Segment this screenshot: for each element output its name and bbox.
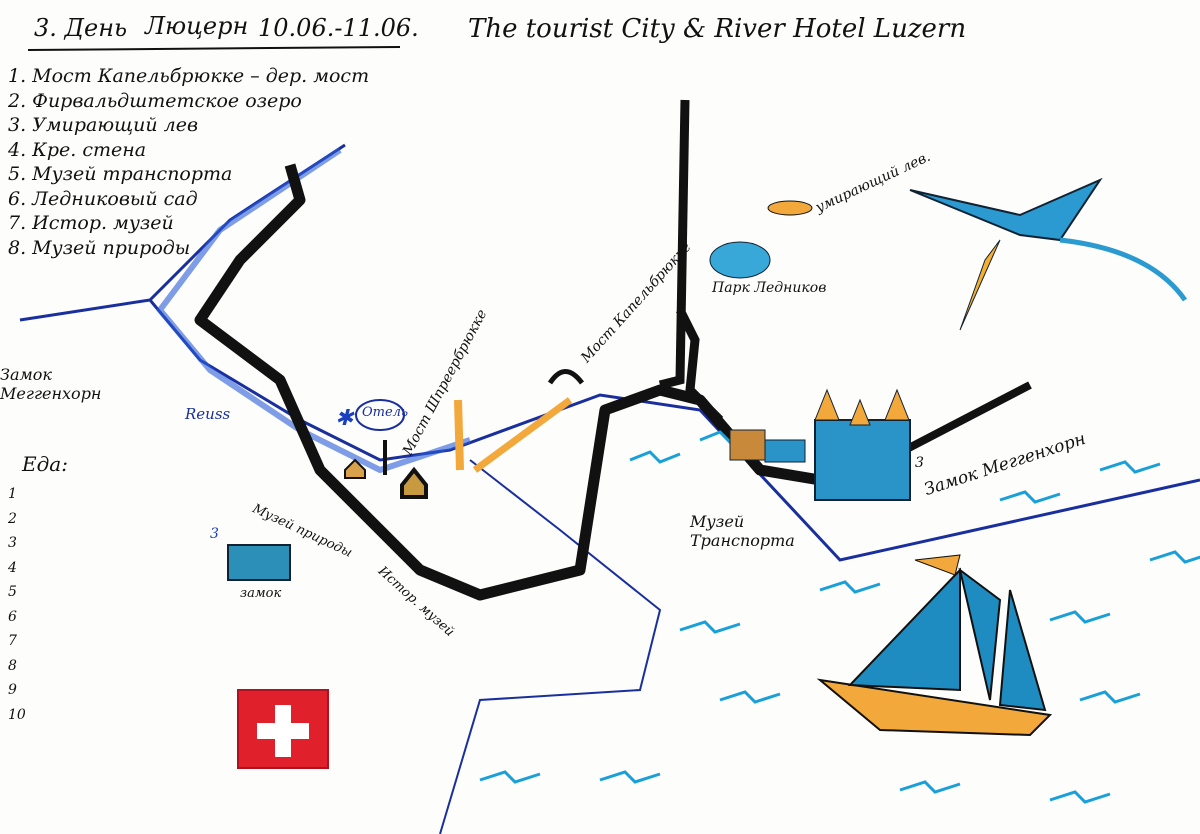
sight-item: 8. Музей природы bbox=[8, 236, 191, 259]
food-item: 1 bbox=[8, 486, 17, 502]
road-north bbox=[658, 99, 724, 424]
river-label: Reuss bbox=[185, 405, 231, 423]
small-castle-number: 3 bbox=[210, 526, 219, 542]
ship-icon bbox=[816, 554, 1053, 737]
header-underline bbox=[27, 46, 401, 51]
glacier-park-label: Парк Ледников bbox=[712, 280, 827, 296]
hotel-circle bbox=[355, 399, 405, 431]
food-item: 6 bbox=[8, 608, 17, 625]
header-dates: 10.06.-11.06. bbox=[258, 14, 419, 42]
glacier-park-icon bbox=[709, 241, 771, 279]
lake-shore bbox=[439, 459, 662, 834]
dragon-icon bbox=[909, 177, 1188, 331]
food-list: 1 2 3 4 5 6 7 8 9 10 bbox=[8, 482, 26, 727]
food-item: 7 bbox=[8, 633, 17, 649]
food-item: 5 bbox=[8, 584, 17, 600]
transport-museum-label: Музей Транспорта bbox=[690, 512, 795, 550]
food-heading: Еда: bbox=[22, 452, 68, 476]
meggenhorn-castle-icon bbox=[729, 388, 911, 501]
chapel-bridge-arch-icon bbox=[547, 369, 585, 385]
river-reuss-shading bbox=[156, 147, 471, 474]
hotel-label: Отель bbox=[362, 405, 409, 420]
meggenhorn-number: 3 bbox=[915, 455, 924, 471]
sights-list: 1. Мост Капельбрюкке – дер. мост 2. Фирв… bbox=[8, 64, 369, 260]
sight-item: 7. Истор. музей bbox=[8, 212, 174, 234]
chapel-bridge bbox=[472, 397, 573, 473]
hotel-star-icon: ✱ bbox=[335, 406, 355, 431]
history-museum-icon bbox=[400, 466, 428, 499]
food-item: 4 bbox=[8, 559, 17, 576]
header-day: 3. День bbox=[34, 14, 128, 42]
sight-item: 6. Ледниковый сад bbox=[8, 187, 198, 210]
sight-item: 3. Умирающий лев bbox=[8, 114, 199, 136]
road-east bbox=[903, 381, 1032, 454]
nature-museum-icon bbox=[344, 458, 366, 479]
food-item: 9 bbox=[8, 682, 17, 698]
map-title: The tourist City & River Hotel Luzern bbox=[468, 14, 967, 44]
header-city: Люцерн bbox=[145, 12, 249, 40]
food-item: 2 bbox=[8, 510, 17, 527]
food-item: 3 bbox=[8, 535, 17, 551]
sight-item: 2. Фирвальдштетское озеро bbox=[8, 89, 302, 112]
swiss-flag-icon bbox=[237, 689, 329, 769]
sight-item: 5. Музей транспорта bbox=[8, 163, 233, 185]
water-waves bbox=[479, 430, 1200, 804]
bridge-pillar bbox=[454, 399, 464, 471]
left-castle-label: Замок Меггенхорн bbox=[0, 365, 102, 403]
small-castle-label: замок bbox=[240, 586, 282, 601]
food-item: 8 bbox=[8, 657, 17, 674]
lion-icon bbox=[767, 200, 813, 216]
food-item: 10 bbox=[8, 706, 26, 723]
sight-item: 4. Кре. стена bbox=[8, 138, 147, 161]
small-castle-icon bbox=[227, 544, 291, 581]
sight-item: 1. Мост Капельбрюкке – дер. мост bbox=[8, 65, 370, 87]
